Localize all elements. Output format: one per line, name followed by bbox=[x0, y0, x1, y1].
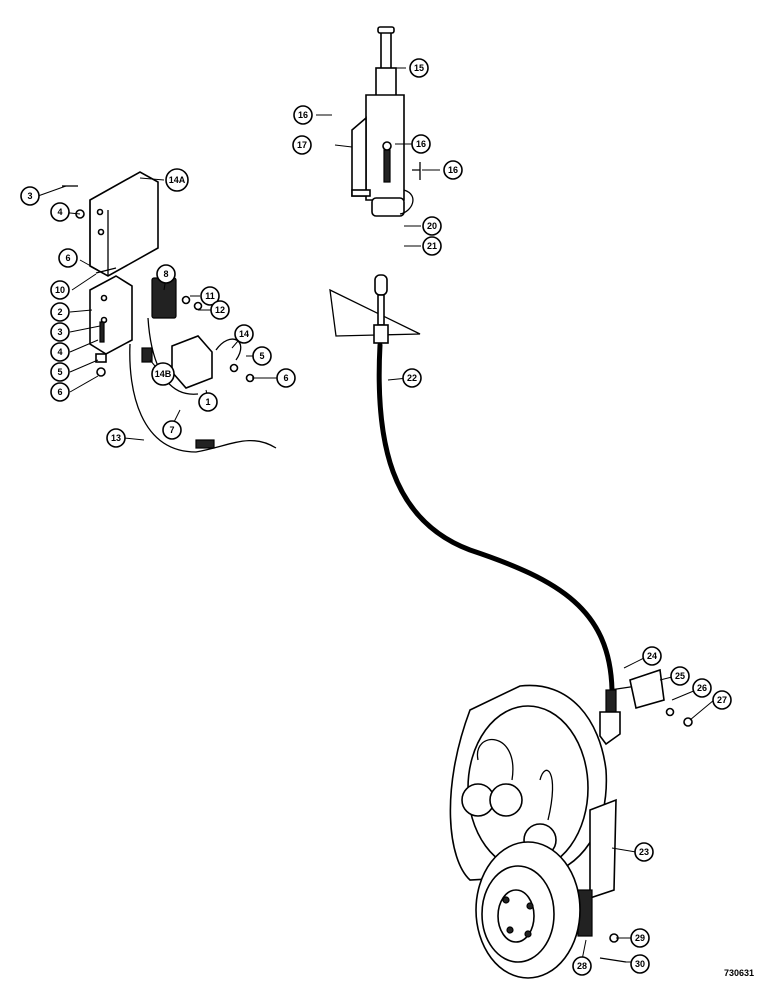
transmission-housing bbox=[449, 684, 617, 937]
cover-assembly bbox=[62, 171, 159, 277]
callout-14a: 14A bbox=[165, 168, 189, 192]
callout-1: 1 bbox=[198, 392, 218, 412]
callout-27: 27 bbox=[712, 690, 732, 710]
callout-28: 28 bbox=[572, 956, 592, 976]
svg-text:3: 3 bbox=[57, 327, 62, 337]
svg-text:29: 29 bbox=[635, 933, 645, 943]
flywheel-housing bbox=[475, 841, 627, 979]
callout-2: 2 bbox=[50, 302, 70, 322]
callout-12: 12 bbox=[210, 300, 230, 320]
callout-20: 20 bbox=[422, 216, 442, 236]
callout-5: 5 bbox=[50, 362, 70, 382]
callout-3: 3 bbox=[20, 186, 40, 206]
svg-text:20: 20 bbox=[427, 221, 437, 231]
svg-text:6: 6 bbox=[65, 253, 70, 263]
callout-8: 8 bbox=[156, 264, 176, 284]
svg-text:13: 13 bbox=[111, 433, 121, 443]
callout-16: 16 bbox=[293, 105, 313, 125]
svg-text:14A: 14A bbox=[169, 175, 186, 185]
callout-21: 21 bbox=[422, 236, 442, 256]
callout-11: 11 bbox=[200, 286, 220, 306]
callout-15: 15 bbox=[409, 58, 429, 78]
callout-30: 30 bbox=[630, 954, 650, 974]
callout-10: 10 bbox=[50, 280, 70, 300]
callout-17: 17 bbox=[292, 135, 312, 155]
svg-text:21: 21 bbox=[427, 241, 437, 251]
callout-16: 16 bbox=[411, 134, 431, 154]
callout-14b: 14B bbox=[151, 362, 175, 386]
svg-text:16: 16 bbox=[298, 110, 308, 120]
svg-text:24: 24 bbox=[647, 651, 657, 661]
svg-text:11: 11 bbox=[205, 291, 215, 301]
callout-16: 16 bbox=[443, 160, 463, 180]
callout-4: 4 bbox=[50, 202, 70, 222]
svg-text:27: 27 bbox=[717, 695, 727, 705]
callout-7: 7 bbox=[162, 420, 182, 440]
callout-25: 25 bbox=[670, 666, 690, 686]
svg-text:5: 5 bbox=[57, 367, 62, 377]
svg-text:30: 30 bbox=[635, 959, 645, 969]
svg-text:8: 8 bbox=[163, 269, 168, 279]
svg-text:6: 6 bbox=[283, 373, 288, 383]
bracket-assembly bbox=[89, 267, 133, 377]
callout-3: 3 bbox=[50, 322, 70, 342]
relay-assembly bbox=[129, 277, 277, 453]
svg-text:14B: 14B bbox=[155, 369, 172, 379]
svg-text:5: 5 bbox=[259, 351, 264, 361]
svg-text:22: 22 bbox=[407, 373, 417, 383]
svg-text:26: 26 bbox=[697, 683, 707, 693]
callout-24: 24 bbox=[642, 646, 662, 666]
callout-14: 14 bbox=[234, 324, 254, 344]
svg-text:1: 1 bbox=[205, 397, 210, 407]
svg-text:12: 12 bbox=[215, 305, 225, 315]
callout-13: 13 bbox=[106, 428, 126, 448]
callout-6: 6 bbox=[50, 382, 70, 402]
callout-29: 29 bbox=[630, 928, 650, 948]
control-cable bbox=[329, 274, 693, 746]
svg-text:4: 4 bbox=[57, 207, 62, 217]
shift-lever-assembly bbox=[351, 26, 421, 217]
callout-22: 22 bbox=[402, 368, 422, 388]
svg-text:16: 16 bbox=[448, 165, 458, 175]
callout-4: 4 bbox=[50, 342, 70, 362]
callout-6: 6 bbox=[276, 368, 296, 388]
svg-text:28: 28 bbox=[577, 961, 587, 971]
svg-text:4: 4 bbox=[57, 347, 62, 357]
svg-text:6: 6 bbox=[57, 387, 62, 397]
svg-text:16: 16 bbox=[416, 139, 426, 149]
svg-text:17: 17 bbox=[297, 140, 307, 150]
svg-text:3: 3 bbox=[27, 191, 32, 201]
svg-text:15: 15 bbox=[414, 63, 424, 73]
svg-text:25: 25 bbox=[675, 671, 685, 681]
svg-text:7: 7 bbox=[169, 425, 174, 435]
callout-26: 26 bbox=[692, 678, 712, 698]
callout-5: 5 bbox=[252, 346, 272, 366]
callout-6: 6 bbox=[58, 248, 78, 268]
drawing-number: 730631 bbox=[723, 968, 754, 978]
callout-23: 23 bbox=[634, 842, 654, 862]
svg-text:23: 23 bbox=[639, 847, 649, 857]
svg-text:14: 14 bbox=[239, 329, 249, 339]
svg-text:2: 2 bbox=[57, 307, 62, 317]
svg-text:10: 10 bbox=[55, 285, 65, 295]
